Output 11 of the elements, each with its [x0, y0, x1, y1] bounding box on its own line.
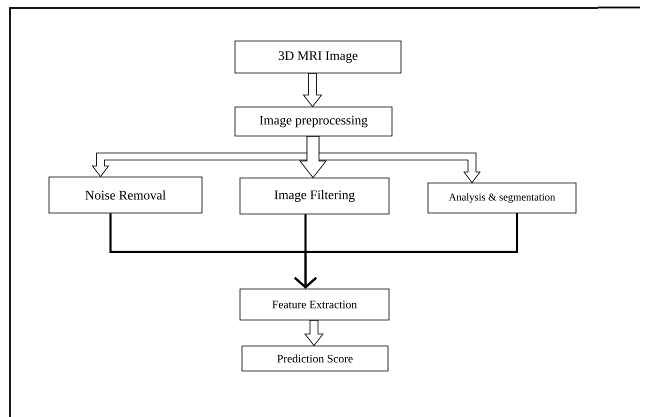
arrow [299, 136, 327, 178]
process-box: Image Filtering [240, 178, 390, 214]
process-box: Analysis & segmentation [428, 182, 576, 214]
process-box: 3D MRI Image [234, 40, 402, 74]
arrow [304, 320, 324, 346]
arrow [294, 213, 518, 289]
process-box: Noise Removal [48, 176, 202, 214]
process-box: Prediction Score [242, 346, 388, 372]
process-box: Image preprocessing [234, 106, 392, 136]
arrow [302, 73, 322, 108]
process-box: Feature Extraction [240, 288, 390, 320]
